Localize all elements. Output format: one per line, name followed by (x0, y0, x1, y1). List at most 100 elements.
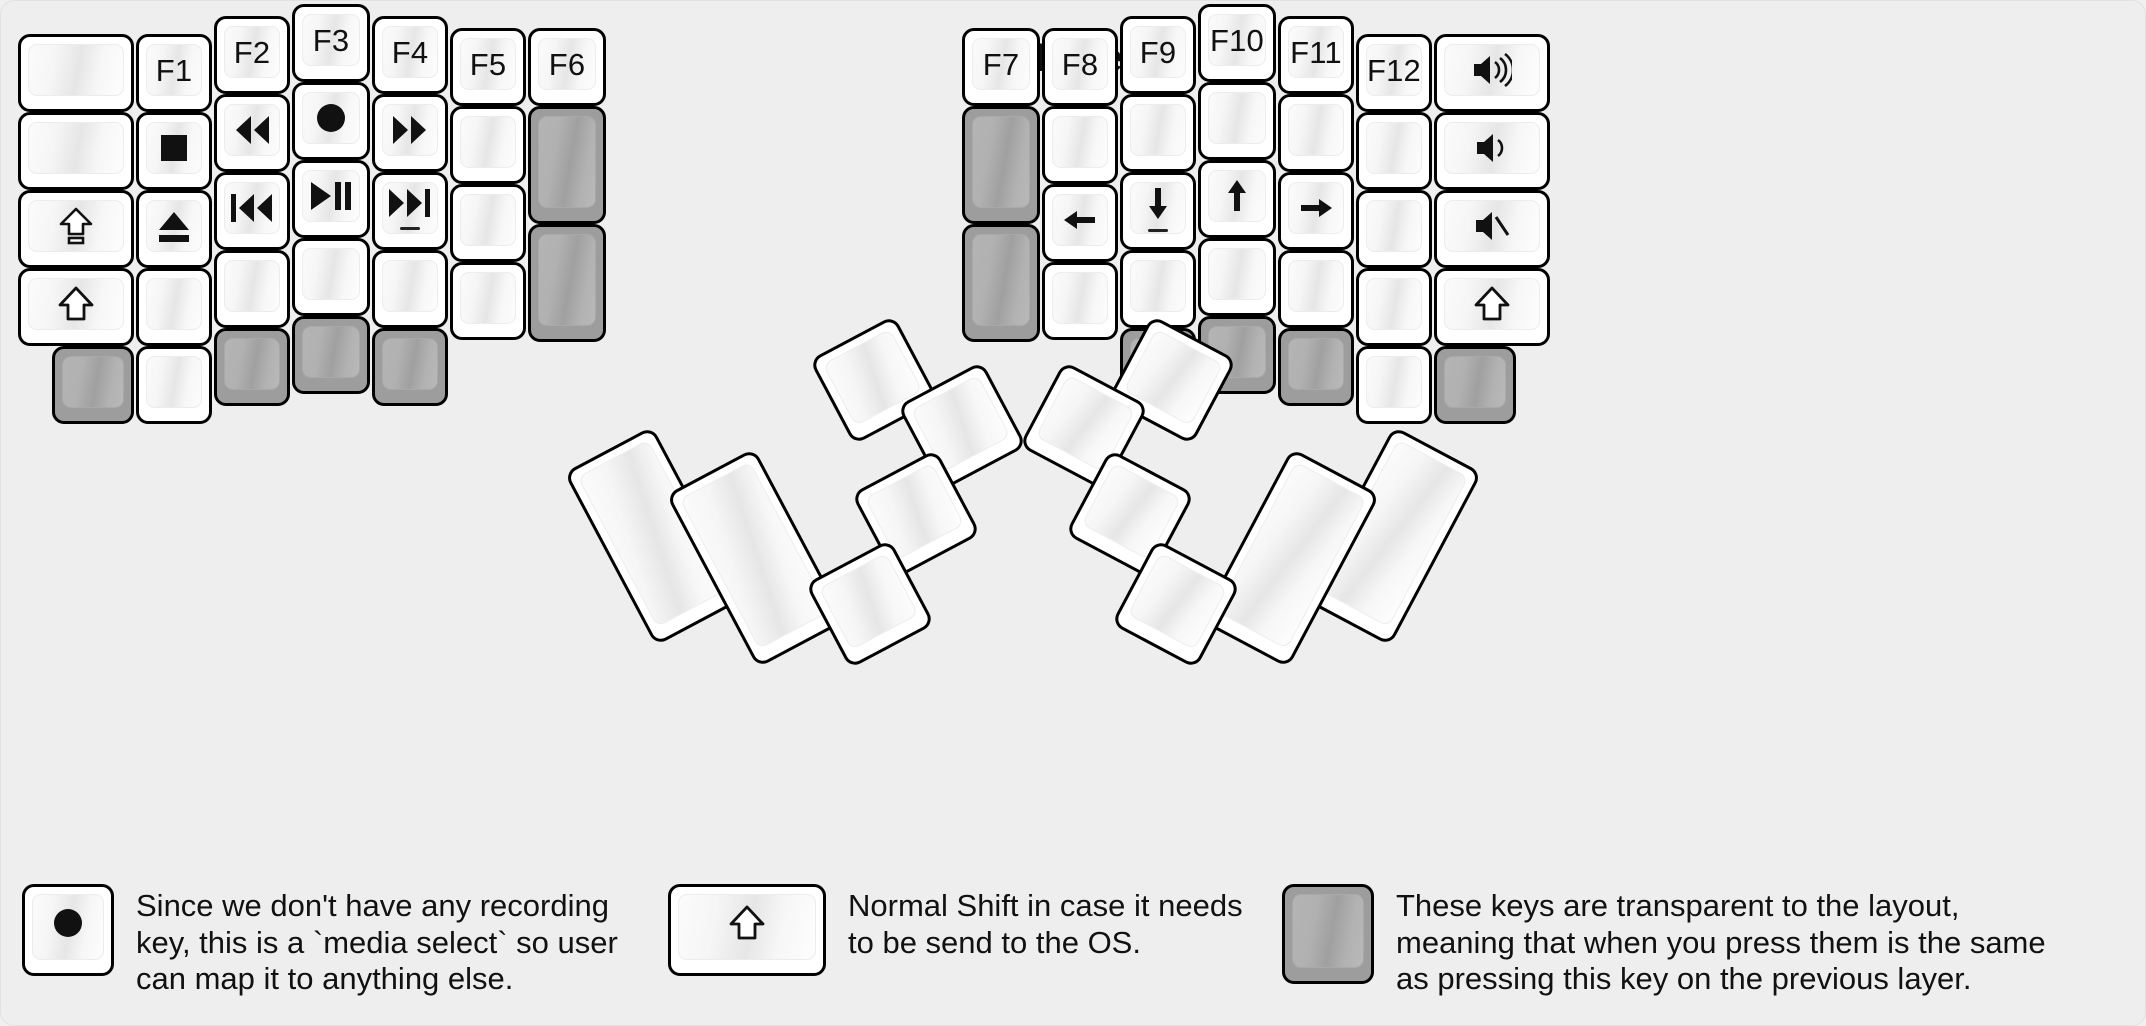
left-key-col-middle-r2[interactable] (292, 82, 370, 160)
left-key-col-pinky-outer-r2[interactable] (18, 112, 134, 190)
right-key-col-ring-r5[interactable] (1278, 328, 1354, 406)
key-cap-surface (972, 38, 1030, 90)
left-key-col-extra-r3[interactable] (528, 224, 606, 342)
key-legend-text: F7 (982, 46, 1020, 82)
right-key-col-ring-r3[interactable] (1278, 172, 1354, 250)
right-key-col-extra-r2[interactable] (962, 106, 1040, 224)
left-key-col-pinky-r3[interactable] (136, 190, 212, 268)
right-key-col-ring-r4[interactable] (1278, 250, 1354, 328)
key-cap-surface (382, 260, 438, 312)
left-key-col-extra-r1[interactable]: F6 (528, 28, 606, 106)
key-cap-surface (224, 104, 280, 156)
key-legend-text: F12 (1366, 52, 1422, 88)
left-key-col-middle-r5[interactable] (292, 316, 370, 394)
key-cap-surface (1444, 44, 1540, 96)
play-pause-icon (309, 179, 353, 213)
key-cap-surface (146, 278, 202, 330)
left-key-col-index-r3[interactable] (372, 172, 448, 250)
right-key-col-middle-r4[interactable] (1198, 238, 1276, 316)
right-key-col-index-r1[interactable]: F9 (1120, 16, 1196, 94)
key-cap-surface (1292, 894, 1364, 968)
left-key-col-pinky-r2[interactable] (136, 112, 212, 190)
right-key-col-pinky-r3[interactable] (1356, 190, 1432, 268)
key-cap-surface (1366, 200, 1422, 252)
left-key-col-pinky-outer-r1[interactable] (18, 34, 134, 112)
left-key-col-ring-r5[interactable] (214, 328, 290, 406)
left-key-col-pinky-outer-r3[interactable] (18, 190, 134, 268)
legend-swatch-1 (22, 884, 114, 976)
left-key-col-ring-r3[interactable] (214, 172, 290, 250)
key-cap-surface (302, 14, 360, 66)
left-key-col-pinky-outer-r5[interactable] (52, 346, 134, 424)
left-key-col-index-inner-r3[interactable] (450, 184, 526, 262)
right-key-col-middle-r3[interactable] (1198, 160, 1276, 238)
left-key-col-pinky-r1[interactable]: F1 (136, 34, 212, 112)
key-legend-text: F5 (469, 46, 507, 82)
left-key-col-pinky-r5[interactable] (136, 346, 212, 424)
right-key-col-pinky-r1[interactable]: F12 (1356, 34, 1432, 112)
left-key-col-index-inner-r2[interactable] (450, 106, 526, 184)
right-key-col-ring-r2[interactable] (1278, 94, 1354, 172)
right-key-col-index-r4[interactable] (1120, 250, 1196, 328)
left-key-col-index-r4[interactable] (372, 250, 448, 328)
key-cap-surface (224, 26, 280, 78)
arrow-down-icon (1143, 184, 1173, 232)
left-key-col-pinky-r4[interactable] (136, 268, 212, 346)
left-key-col-pinky-outer-r4[interactable] (18, 268, 134, 346)
left-key-col-ring-r1[interactable]: F2 (214, 16, 290, 94)
right-key-col-pinky-outer-r5[interactable] (1434, 346, 1516, 424)
key-cap-surface (1052, 272, 1108, 324)
right-key-col-middle-r2[interactable] (1198, 82, 1276, 160)
right-key-col-ring-r1[interactable]: F11 (1278, 16, 1354, 94)
key-cap-surface (460, 38, 516, 90)
eject-icon (156, 208, 192, 244)
right-key-col-index-r3[interactable] (1120, 172, 1196, 250)
record-icon (314, 101, 348, 135)
key-cap-surface (382, 26, 438, 78)
key-cap-surface (538, 234, 596, 326)
left-key-col-middle-r4[interactable] (292, 238, 370, 316)
key-cap-surface (972, 116, 1030, 208)
right-key-col-index-inner-r1[interactable]: F8 (1042, 28, 1118, 106)
right-key-col-middle-r1[interactable]: F10 (1198, 4, 1276, 82)
legend-item-2: Normal Shift in case it needs to be send… (668, 884, 1243, 976)
legend-item-3: These keys are transparent to the layout… (1282, 884, 2046, 998)
right-key-col-pinky-outer-r3[interactable] (1434, 190, 1550, 268)
key-cap-surface (1208, 14, 1266, 66)
key-cap-surface (1052, 38, 1108, 90)
left-key-col-middle-r1[interactable]: F3 (292, 4, 370, 82)
key-cap-surface (460, 272, 516, 324)
key-legend-text: F4 (391, 34, 429, 70)
left-key-col-ring-r4[interactable] (214, 250, 290, 328)
right-key-col-pinky-outer-r2[interactable] (1434, 112, 1550, 190)
left-key-col-index-r5[interactable] (372, 328, 448, 406)
left-key-col-ring-r2[interactable] (214, 94, 290, 172)
left-key-col-index-r2[interactable] (372, 94, 448, 172)
key-cap-surface (1208, 92, 1266, 144)
left-key-col-index-r1[interactable]: F4 (372, 16, 448, 94)
left-key-col-middle-r3[interactable] (292, 160, 370, 238)
right-key-col-pinky-outer-r4[interactable] (1434, 268, 1550, 346)
right-key-col-index-inner-r2[interactable] (1042, 106, 1118, 184)
key-cap-surface (302, 248, 360, 300)
right-key-col-index-inner-r3[interactable] (1042, 184, 1118, 262)
key-cap-surface (1130, 104, 1186, 156)
right-key-col-pinky-r4[interactable] (1356, 268, 1432, 346)
key-legend-text: F3 (312, 22, 350, 58)
left-key-col-extra-r2[interactable] (528, 106, 606, 224)
right-key-col-pinky-outer-r1[interactable] (1434, 34, 1550, 112)
key-cap-surface (538, 116, 596, 208)
right-key-col-pinky-r5[interactable] (1356, 346, 1432, 424)
left-key-col-index-inner-r4[interactable] (450, 262, 526, 340)
key-legend-text: F1 (155, 52, 193, 88)
prev-track-icon (229, 191, 275, 225)
right-key-col-extra-r1[interactable]: F7 (962, 28, 1040, 106)
key-legend-text: F10 (1209, 22, 1265, 58)
right-key-col-extra-r3[interactable] (962, 224, 1040, 342)
left-key-col-index-inner-r1[interactable]: F5 (450, 28, 526, 106)
right-key-col-index-r2[interactable] (1120, 94, 1196, 172)
right-key-col-pinky-r2[interactable] (1356, 112, 1432, 190)
key-cap-surface (1444, 356, 1506, 408)
right-key-col-index-inner-r4[interactable] (1042, 262, 1118, 340)
